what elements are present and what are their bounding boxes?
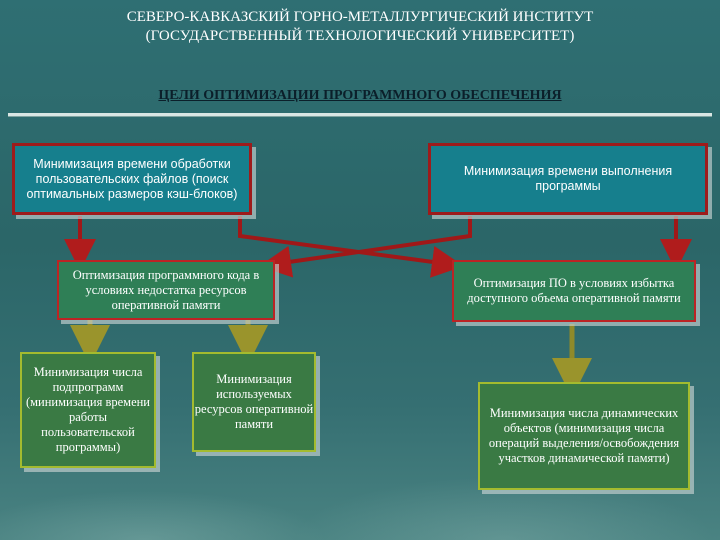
arrow-topright-to-midleft (259, 216, 472, 278)
node-bottom-1: Минимизация числа подпрограмм (минимизац… (20, 352, 156, 468)
title-divider (8, 113, 712, 116)
node-bottom-3: Минимизация числа динамических объектов … (478, 382, 690, 490)
slide-title: ЦЕЛИ ОПТИМИЗАЦИИ ПРОГРАММНОГО ОБЕСПЕЧЕНИ… (158, 88, 562, 103)
arrow-topleft-to-midright (238, 216, 464, 278)
institute-header: СЕВЕРО-КАВКАЗСКИЙ ГОРНО-МЕТАЛЛУРГИЧЕСКИЙ… (0, 8, 720, 46)
node-mid-right: Оптимизация ПО в условиях избытка доступ… (452, 260, 696, 322)
institute-subtitle: (ГОСУДАРСТВЕННЫЙ ТЕХНОЛОГИЧЕСКИЙ УНИВЕРС… (145, 28, 575, 44)
node-bottom-2: Минимизация используемых ресурсов операт… (192, 352, 316, 452)
node-mid-left: Оптимизация программного кода в условиях… (57, 260, 275, 320)
node-top-left: Минимизация времени обработки пользовате… (12, 143, 252, 215)
red-connectors (64, 216, 692, 278)
olive-connectors (70, 318, 592, 398)
node-top-right: Минимизация времени выполнения программы (428, 143, 708, 215)
institute-name: СЕВЕРО-КАВКАЗСКИЙ ГОРНО-МЕТАЛЛУРГИЧЕСКИЙ… (126, 9, 594, 25)
